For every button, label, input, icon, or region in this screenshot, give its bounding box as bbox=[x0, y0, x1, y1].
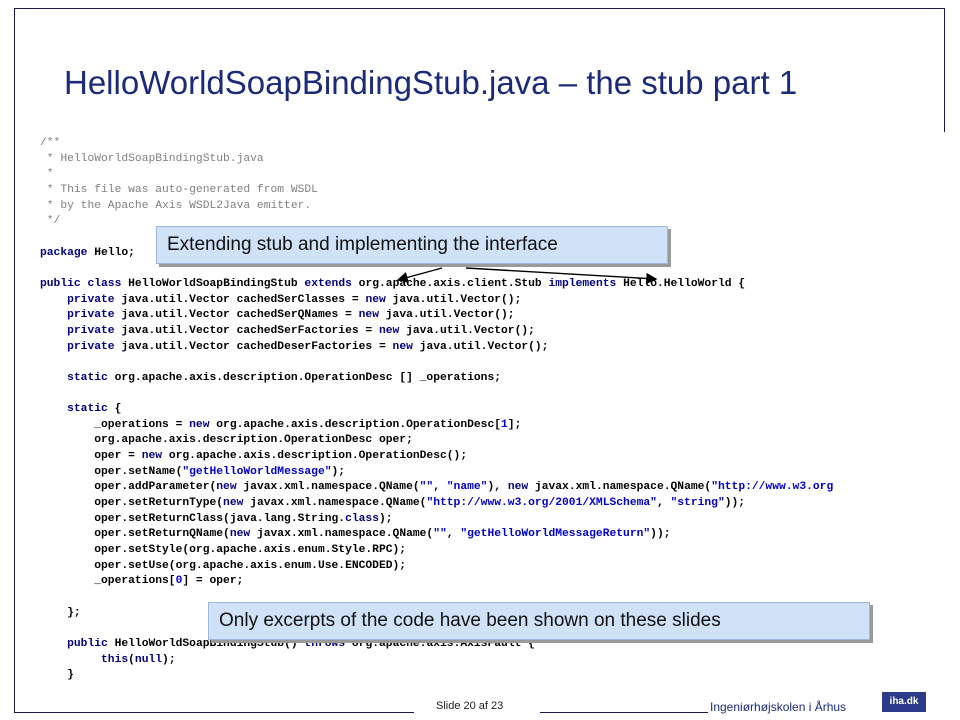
slide-number: Slide 20 af 23 bbox=[436, 700, 504, 712]
slide-title: HelloWorldSoapBindingStub.java – the stu… bbox=[64, 64, 798, 101]
code-line: _operations[0] = oper; bbox=[40, 575, 244, 588]
code-line: private java.util.Vector cachedSerClasse… bbox=[67, 293, 522, 306]
callout-extending-stub: Extending stub and implementing the inte… bbox=[156, 226, 668, 264]
code-line: oper.addParameter(new javax.xml.namespac… bbox=[40, 481, 834, 494]
code-line: static org.apache.axis.description.Opera… bbox=[67, 371, 502, 384]
code-line: }; bbox=[40, 606, 81, 619]
code-line: public HelloWorldSoapBindingStub() throw… bbox=[67, 638, 535, 650]
code-line: /** bbox=[40, 137, 61, 149]
code-line: oper = new org.apache.axis.description.O… bbox=[40, 450, 468, 463]
iha-logo: iha.dk bbox=[882, 692, 926, 712]
code-line: this(null); bbox=[101, 653, 176, 666]
code-line: } bbox=[40, 669, 74, 682]
code-line: * by the Apache Axis WSDL2Java emitter. bbox=[40, 199, 312, 212]
code-line: * bbox=[40, 168, 54, 181]
code-line: oper.setReturnQName(new javax.xml.namesp… bbox=[40, 528, 671, 541]
code-line: * HelloWorldSoapBindingStub.java bbox=[40, 152, 264, 165]
code-line: oper.setName("getHelloWorldMessage"); bbox=[40, 465, 346, 478]
code-line: oper.setReturnType(new javax.xml.namespa… bbox=[40, 497, 746, 510]
code-line: package Hello; bbox=[40, 246, 135, 259]
slide-frame-bottom-left bbox=[14, 712, 414, 713]
arrow-to-extends bbox=[396, 267, 443, 283]
code-line: private java.util.Vector cachedDeserFact… bbox=[67, 340, 549, 353]
code-line: private java.util.Vector cachedSerQNames… bbox=[67, 309, 515, 322]
arrow-to-implements bbox=[465, 267, 658, 285]
slide-frame-bottom-right bbox=[540, 712, 708, 713]
code-line: private java.util.Vector cachedSerFactor… bbox=[67, 324, 535, 337]
code-line: org.apache.axis.description.OperationDes… bbox=[40, 434, 413, 447]
slide-frame-left bbox=[14, 8, 15, 712]
slide-frame-top bbox=[14, 8, 944, 9]
code-line: oper.setReturnClass(java.lang.String.cla… bbox=[40, 512, 393, 525]
institution-name: Ingeniørhøjskolen i Århus bbox=[710, 700, 847, 714]
code-line: oper.setStyle(org.apache.axis.enum.Style… bbox=[40, 544, 407, 557]
code-line: oper.setUse(org.apache.axis.enum.Use.ENC… bbox=[40, 559, 407, 572]
code-line: * This file was auto-generated from WSDL bbox=[40, 183, 318, 196]
callout-excerpts-note: Only excerpts of the code have been show… bbox=[208, 602, 870, 640]
code-line: */ bbox=[40, 215, 61, 228]
code-line: _operations = new org.apache.axis.descri… bbox=[40, 418, 522, 431]
code-listing: /** * HelloWorldSoapBindingStub.java * *… bbox=[40, 136, 833, 684]
slide-frame-right bbox=[944, 8, 945, 132]
code-line: static { bbox=[67, 403, 122, 416]
